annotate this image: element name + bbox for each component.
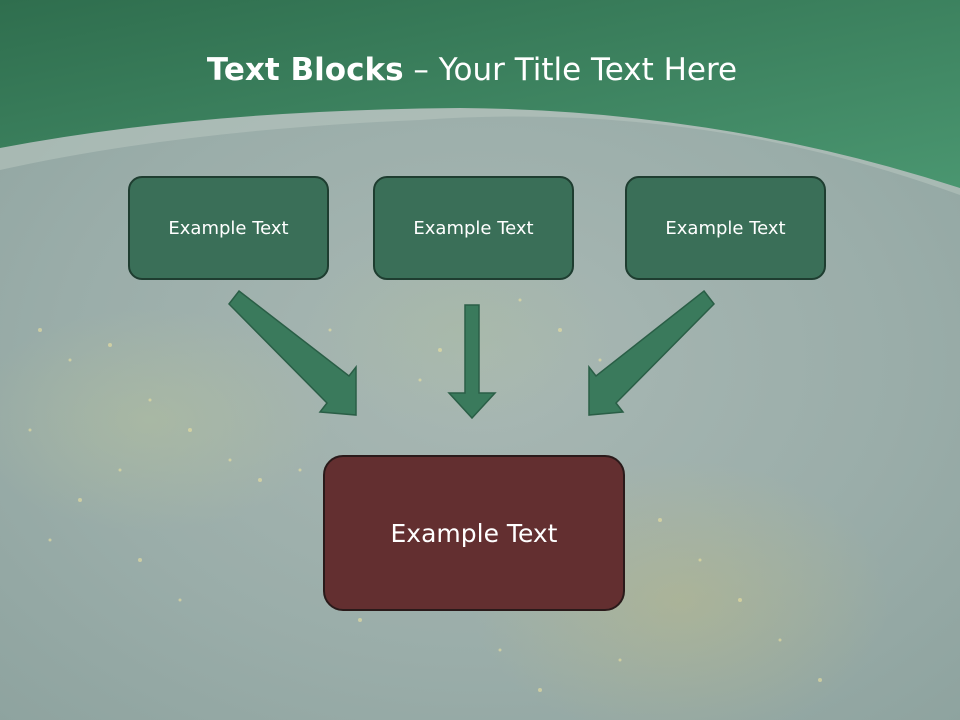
arrow-center (447, 304, 497, 420)
text-block-left[interactable]: Example Text (128, 176, 329, 280)
arrow-left (228, 289, 357, 416)
arrow-right (588, 289, 715, 416)
header-band (0, 0, 960, 195)
title-separator: – (403, 52, 439, 88)
text-block-right[interactable]: Example Text (625, 176, 826, 280)
title-text: Your Title Text Here (438, 52, 738, 88)
text-block-center[interactable]: Example Text (373, 176, 574, 280)
title-bold: Text Blocks (206, 52, 404, 88)
slide-title: Text Blocks – Your Title Text Here (0, 52, 944, 88)
text-block-bottom[interactable]: Example Text (323, 455, 625, 611)
